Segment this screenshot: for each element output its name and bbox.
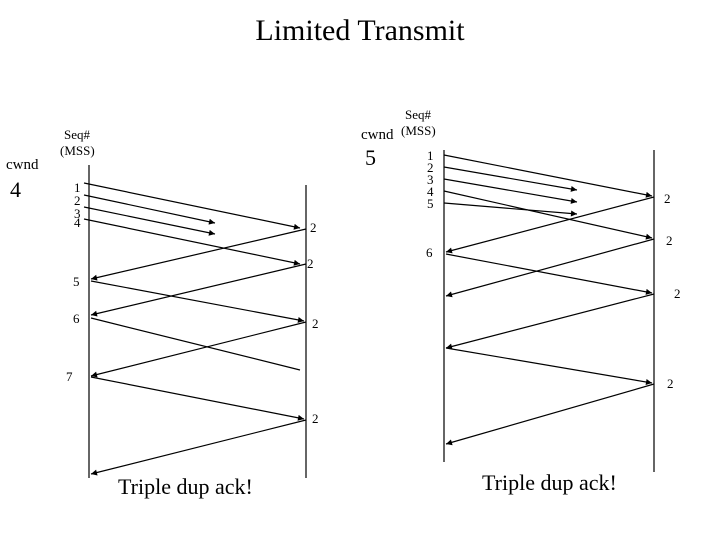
right-packet-1 [443,154,653,198]
right-ack-2 [445,238,655,298]
right-packet-7 [445,347,653,385]
left-seq-unit: (MSS) [60,143,95,158]
left-seq-3: 3 [74,206,81,221]
left-packet-1 [83,182,301,230]
right-ack-label-1: 2 [664,191,671,206]
right-packet-4 [443,190,653,240]
right-seq-3: 3 [427,172,434,187]
right-seq-1: 1 [427,148,434,163]
right-ack-4 [445,383,655,446]
left-cwnd-value: 4 [10,177,21,202]
left-packet-3 [83,206,216,236]
left-ack-label-2: 2 [307,256,314,271]
left-ack-3 [90,321,307,378]
right-cwnd-value: 5 [365,145,376,170]
right-seq-6: 6 [426,245,433,260]
left-ack-label-4: 2 [312,411,319,426]
right-cwnd-label: cwnd [361,127,394,143]
left-seq-2: 2 [74,193,81,208]
left-ack-1 [90,228,307,281]
left-seq-6: 6 [73,311,80,326]
right-ack-1 [445,196,655,254]
right-packet-5 [443,202,578,217]
right-packet-6 [445,253,653,295]
left-caption: Triple dup ack! [118,474,253,499]
right-ack-label-2: 2 [666,233,673,248]
right-caption: Triple dup ack! [482,470,617,495]
right-packet-3 [443,178,578,204]
left-seq-1: 1 [74,180,81,195]
right-packet-2 [443,166,578,192]
left-packet-4 [83,218,301,266]
right-ack-label-3: 2 [674,286,681,301]
left-packet-2 [83,194,216,225]
left-seq-4: 4 [74,215,81,230]
right-seq-4: 4 [427,184,434,199]
right-seq-5: 5 [427,196,434,211]
right-seq-unit: (MSS) [401,123,436,138]
right-seq-label: Seq# [405,107,431,122]
left-ack-label-3: 2 [312,316,319,331]
diagram-title: Limited Transmit [255,14,465,47]
right-ack-label-4: 2 [667,376,674,391]
left-ack-label-1: 2 [310,220,317,235]
left-seq-label: Seq# [64,127,90,142]
left-ack-4 [90,419,307,476]
left-seq-5: 5 [73,274,80,289]
left-cwnd-label: cwnd [6,157,39,173]
right-ack-3 [445,293,655,350]
left-packet-6 [90,317,301,371]
left-seq-7: 7 [66,369,73,384]
left-packet-7 [90,376,305,421]
left-ack-2 [90,263,307,317]
right-seq-2: 2 [427,160,434,175]
left-packet-5 [90,280,305,323]
